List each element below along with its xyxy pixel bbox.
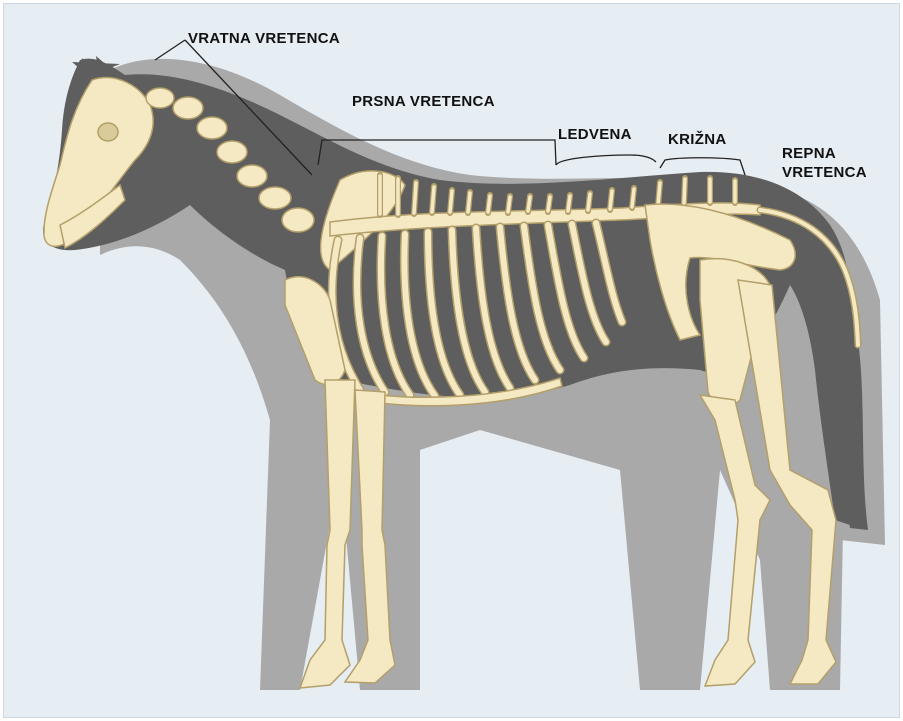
label-tail-vertebrae-line2: VRETENCA bbox=[782, 163, 867, 182]
neck-vertebra bbox=[173, 97, 203, 119]
lumbar-bracket bbox=[556, 155, 656, 165]
label-cervical-vertebrae: VRATNA VRETENCA bbox=[188, 30, 340, 48]
neck-vertebra bbox=[197, 117, 227, 139]
label-thoracic-vertebrae: PRSNA VRETENCA bbox=[352, 93, 495, 111]
skull-eye-socket bbox=[98, 123, 118, 141]
neck-vertebra bbox=[282, 208, 314, 232]
label-tail-vertebrae: REPNA VRETENCA bbox=[782, 144, 867, 182]
label-tail-vertebrae-line1: REPNA bbox=[782, 144, 867, 163]
neck-vertebra bbox=[259, 187, 291, 209]
label-sacral-vertebrae: KRIŽNA bbox=[668, 131, 726, 149]
neck-vertebra bbox=[146, 88, 174, 108]
neck-vertebra bbox=[217, 141, 247, 163]
neck-vertebra bbox=[237, 165, 267, 187]
label-lumbar-vertebrae: LEDVENA bbox=[558, 126, 632, 144]
